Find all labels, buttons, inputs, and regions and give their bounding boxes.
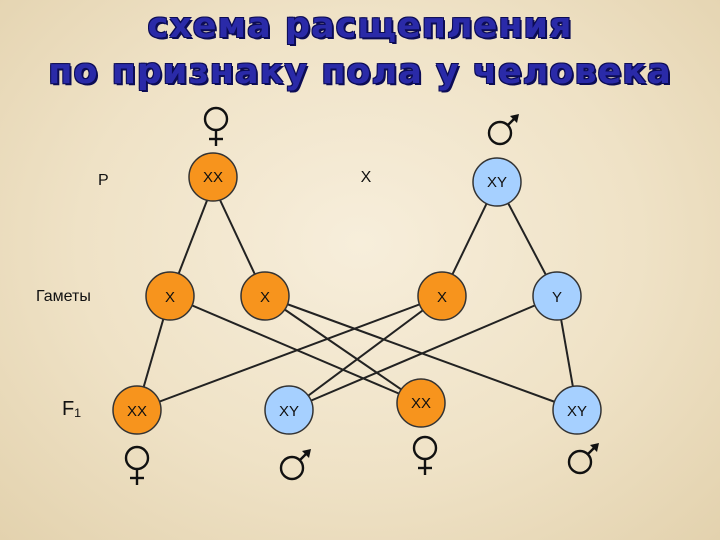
connector-lines xyxy=(136,181,578,411)
parent-father: XY xyxy=(472,157,522,207)
parent-mother: XX xyxy=(188,152,238,202)
male-symbol-icon xyxy=(567,441,601,475)
offspring-3-genotype: XX xyxy=(411,395,431,412)
gamete-3: X xyxy=(417,271,467,321)
female-symbol-icon xyxy=(203,106,229,148)
female-symbol-icon xyxy=(124,445,150,487)
gamete-2-label: X xyxy=(260,289,270,306)
line-gamete3-offspring3 xyxy=(288,295,443,411)
male-symbol-icon xyxy=(487,112,521,146)
gamete-2: X xyxy=(240,271,290,321)
offspring-1-genotype: XX xyxy=(127,403,147,420)
cross-symbol: X xyxy=(361,169,372,186)
offspring-3: XX xyxy=(396,378,446,428)
offspring-1: XX xyxy=(112,385,162,435)
gamete-1-label: X xyxy=(165,289,175,306)
offspring-2: XY xyxy=(264,385,314,435)
row-label-parents: P xyxy=(98,172,109,189)
title-line-2: по признаку пола у человека xyxy=(48,52,672,92)
parent-father-genotype: XY xyxy=(487,174,507,191)
gamete-3-label: X xyxy=(437,289,447,306)
offspring-2-genotype: XY xyxy=(279,403,299,420)
line-gamete3-offspring1 xyxy=(136,295,443,411)
male-symbol-icon xyxy=(279,447,313,481)
line-gamete1-offspring3 xyxy=(169,295,422,404)
line-gamete4-offspring2 xyxy=(288,295,558,411)
offspring-4-genotype: XY xyxy=(567,403,587,420)
female-symbol-icon xyxy=(412,435,438,477)
offspring-4: XY xyxy=(552,385,602,435)
title-line-1: схема расщепления xyxy=(147,6,573,46)
gamete-1: X xyxy=(145,271,195,321)
row-label-offspring: F₁ xyxy=(62,398,81,420)
gamete-4: Y xyxy=(532,271,582,321)
parent-mother-genotype: XX xyxy=(203,169,223,186)
row-label-gametes: Гаметы xyxy=(36,288,91,305)
gamete-4-label: Y xyxy=(552,289,562,306)
line-gamete2-offspring4 xyxy=(264,295,422,404)
